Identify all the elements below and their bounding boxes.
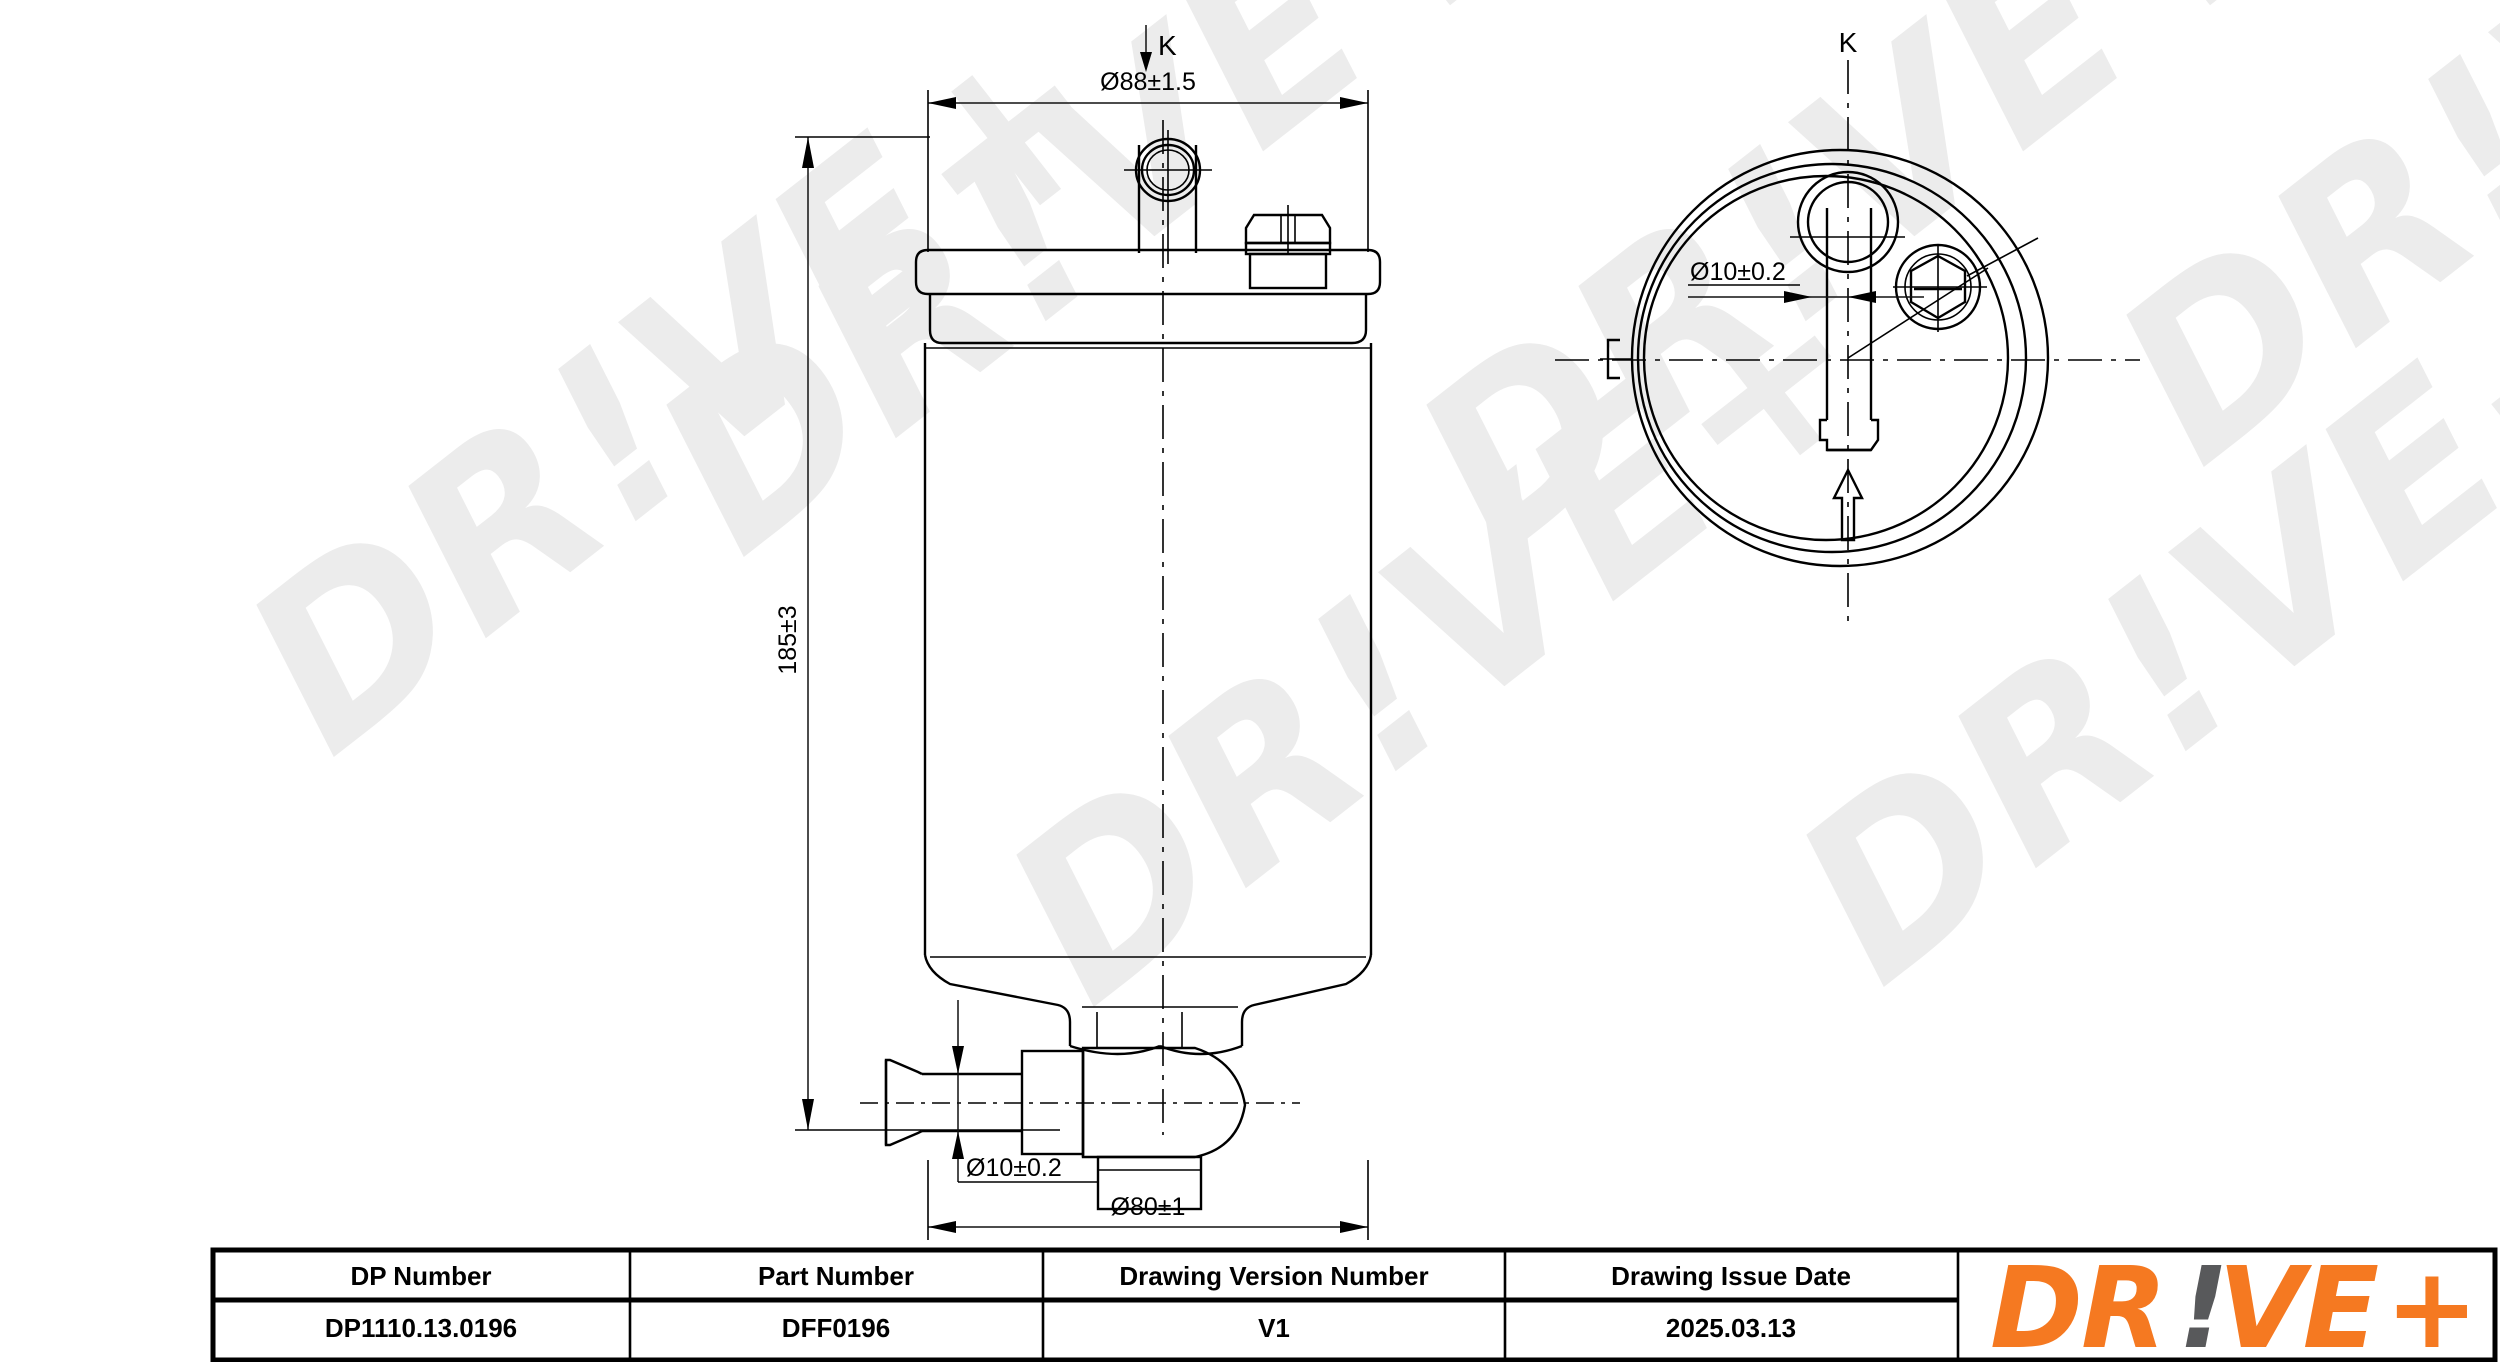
dim-d10-front-arrow-bottom bbox=[952, 1131, 964, 1159]
end-view-outlet-outer bbox=[1796, 170, 1900, 274]
title-block-header-version: Drawing Version Number bbox=[1119, 1261, 1428, 1291]
title-block-value-part-number: DFF0196 bbox=[782, 1313, 890, 1343]
view-label-k-end: K bbox=[1839, 27, 1858, 58]
watermark-layer: DR!VE+ DR!VE+ DR!VE+ DR!VE+ DR!VE+ DR!VE… bbox=[199, 0, 2500, 1053]
title-block-value-version: V1 bbox=[1258, 1313, 1290, 1343]
brand-logo-dr: DR bbox=[1990, 1244, 2165, 1362]
end-view-k: K bbox=[1555, 27, 2140, 630]
cap-seam-line bbox=[928, 294, 1368, 345]
drain-valve-assembly bbox=[860, 1012, 1300, 1211]
drain-valve-body bbox=[1081, 1046, 1247, 1159]
dim-d88-arrow-left bbox=[928, 97, 956, 109]
bleed-screw-base bbox=[1248, 252, 1328, 290]
filter-cap-outline bbox=[914, 248, 1382, 296]
body-taper-left bbox=[923, 954, 1072, 1046]
body-taper-right bbox=[1240, 954, 1373, 1046]
dim-d10-front-text: Ø10±0.2 bbox=[966, 1154, 1062, 1182]
drain-valve-neck bbox=[1096, 1155, 1203, 1211]
title-block-value-issue-date: 2025.03.13 bbox=[1666, 1313, 1796, 1343]
dim-d80-arrow-left bbox=[928, 1221, 956, 1233]
end-view-leader-2 bbox=[1966, 237, 2039, 277]
dim-d10-front-arrow-top bbox=[952, 1046, 964, 1074]
dim-185-arrow-top bbox=[802, 137, 814, 168]
front-section-view bbox=[860, 120, 1382, 1211]
bleed-screw bbox=[1244, 205, 1332, 290]
end-view-outlet-inner bbox=[1806, 180, 1890, 264]
title-block-header-issue-date: Drawing Issue Date bbox=[1611, 1261, 1851, 1291]
brand-logo-plus: + bbox=[2385, 1244, 2477, 1362]
title-block-header-part-number: Part Number bbox=[758, 1261, 914, 1291]
dim-d10-end-arrow-right bbox=[1848, 291, 1876, 303]
dim-185-arrow-bottom bbox=[802, 1099, 814, 1130]
dim-d80-arrow-right bbox=[1340, 1221, 1368, 1233]
brand-logo: DR ! VE + bbox=[1990, 1244, 2479, 1362]
end-view-middle-circle bbox=[1636, 162, 2028, 554]
front-view-dimensions: K Ø88±1.5 185±3 Ø10±0.2 bbox=[774, 25, 1369, 1240]
title-block: DP Number Part Number Drawing Version Nu… bbox=[210, 1244, 2498, 1362]
dim-185-text: 185±3 bbox=[774, 605, 802, 674]
title-block-frame bbox=[210, 1247, 2498, 1362]
dim-d88-arrow-right bbox=[1340, 97, 1368, 109]
flow-direction-arrow bbox=[1832, 467, 1864, 542]
end-view-outer-circle bbox=[1630, 148, 2050, 568]
title-block-value-dp-number: DP1110.13.0196 bbox=[325, 1313, 517, 1343]
brand-logo-ve: VE bbox=[2218, 1244, 2379, 1362]
dim-d88-text: Ø88±1.5 bbox=[1100, 68, 1196, 96]
dim-d10-end-text: Ø10±0.2 bbox=[1690, 258, 1786, 286]
title-block-header-dp-number: DP Number bbox=[350, 1261, 491, 1291]
brand-logo-exclaim: ! bbox=[2178, 1244, 2227, 1362]
view-label-k-front: K bbox=[1158, 30, 1177, 61]
end-view-leader-1 bbox=[1847, 267, 1989, 359]
dim-d10-end-arrow-left bbox=[1784, 291, 1812, 303]
view-arrow-k-head bbox=[1140, 52, 1152, 72]
dim-d80-text: Ø80±1 bbox=[1111, 1193, 1186, 1221]
